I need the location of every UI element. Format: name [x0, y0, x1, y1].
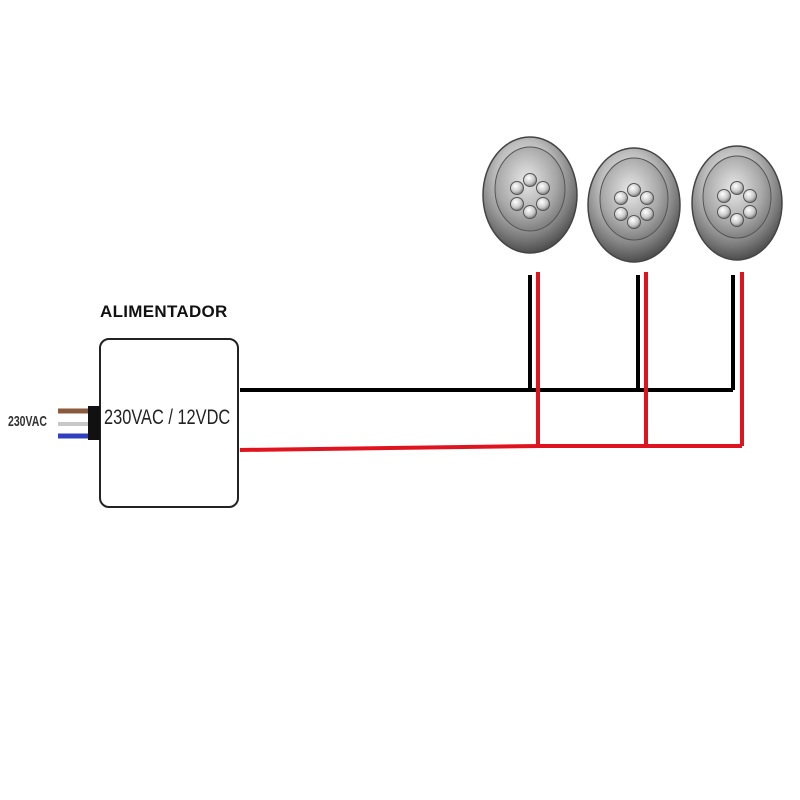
positive-wiring — [239, 272, 744, 452]
power-supply-label: 230VAC / 12VDC — [104, 406, 231, 429]
led-icon — [627, 215, 641, 229]
led-icon — [743, 205, 757, 219]
power-supply-title: ALIMENTADOR — [100, 302, 228, 321]
negative-wiring — [240, 275, 735, 392]
led-icon — [614, 191, 628, 205]
power-supply-box — [99, 338, 239, 508]
led-icon — [627, 183, 641, 197]
led-icon — [510, 181, 524, 195]
led-light-2 — [587, 147, 681, 263]
led-light-3 — [691, 145, 783, 261]
led-icon — [730, 213, 744, 227]
led-icon — [640, 207, 654, 221]
led-icon — [510, 197, 524, 211]
input-cable — [58, 406, 100, 440]
led-icon — [523, 173, 537, 187]
led-icon — [717, 205, 731, 219]
led-icon — [536, 197, 550, 211]
input-plug — [88, 406, 100, 440]
led-icon — [717, 189, 731, 203]
light-face — [494, 146, 566, 232]
led-icon — [614, 207, 628, 221]
input-voltage-label: 230VAC — [8, 413, 47, 430]
led-icon — [743, 189, 757, 203]
positive-bus-wire — [239, 444, 742, 452]
led-icon — [523, 205, 537, 219]
led-icon — [730, 181, 744, 195]
led-icon — [536, 181, 550, 195]
led-light-1 — [482, 136, 578, 254]
led-icon — [640, 191, 654, 205]
